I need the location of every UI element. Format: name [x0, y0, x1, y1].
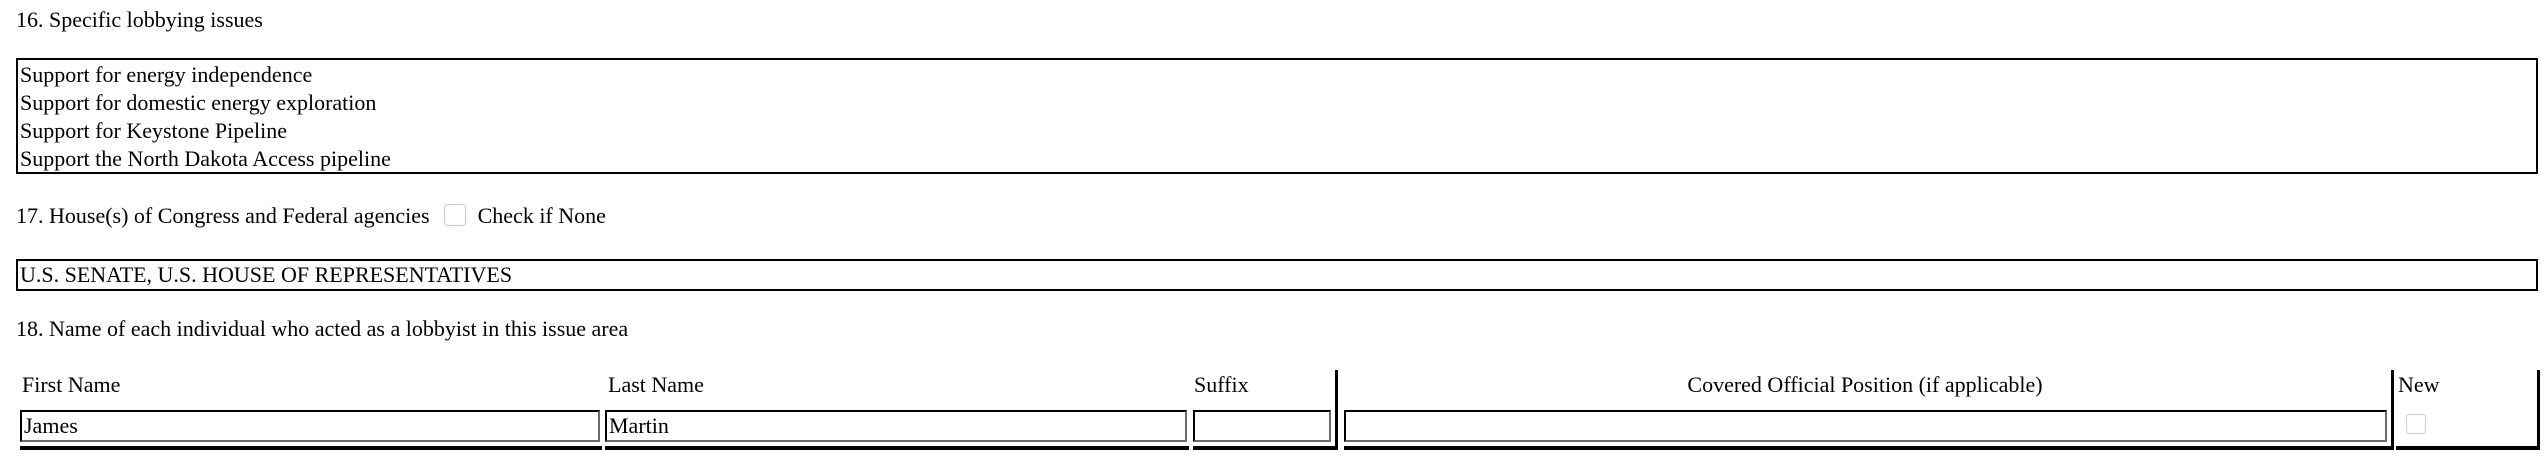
issue-line: Support for Keystone Pipeline: [20, 118, 288, 143]
first-name-header: First Name: [22, 372, 121, 397]
last-name-input[interactable]: Martin: [605, 410, 1187, 442]
covered-position-input[interactable]: [1344, 410, 2387, 442]
suffix-header: Suffix: [1194, 372, 1249, 397]
covered-position-header: Covered Official Position (if applicable…: [1687, 372, 2043, 397]
new-header: New: [2398, 372, 2440, 397]
row-underline: [20, 446, 602, 450]
section-18-label: 18. Name of each individual who acted as…: [16, 316, 629, 341]
check-if-none-label: Check if None: [477, 203, 606, 228]
section-17-label: 17. House(s) of Congress and Federal age…: [16, 203, 430, 228]
new-lobbyist-checkbox[interactable]: [2406, 414, 2426, 434]
column-divider: [2537, 370, 2540, 450]
section-17-row: 17. House(s) of Congress and Federal age…: [16, 203, 606, 229]
column-divider: [1335, 370, 1338, 450]
suffix-input[interactable]: [1193, 410, 1331, 442]
issue-line: Support for domestic energy exploration: [20, 90, 377, 115]
row-underline: [1344, 446, 2391, 450]
houses-agencies-field[interactable]: U.S. SENATE, U.S. HOUSE OF REPRESENTATIV…: [16, 259, 2538, 291]
specific-issues-textarea[interactable]: Support for energy independence Support …: [16, 58, 2538, 174]
row-underline: [2396, 446, 2540, 450]
first-name-input[interactable]: James: [20, 410, 600, 442]
houses-agencies-value: U.S. SENATE, U.S. HOUSE OF REPRESENTATIV…: [20, 262, 513, 287]
issue-line: Support for energy independence: [20, 62, 313, 87]
row-underline: [605, 446, 1189, 450]
check-if-none-checkbox[interactable]: [443, 204, 466, 226]
column-divider: [2391, 370, 2394, 450]
issue-line: Support the North Dakota Access pipeline: [20, 146, 391, 171]
row-underline: [1193, 446, 1335, 450]
last-name-header: Last Name: [608, 372, 704, 397]
section-16-label: 16. Specific lobbying issues: [16, 7, 263, 32]
